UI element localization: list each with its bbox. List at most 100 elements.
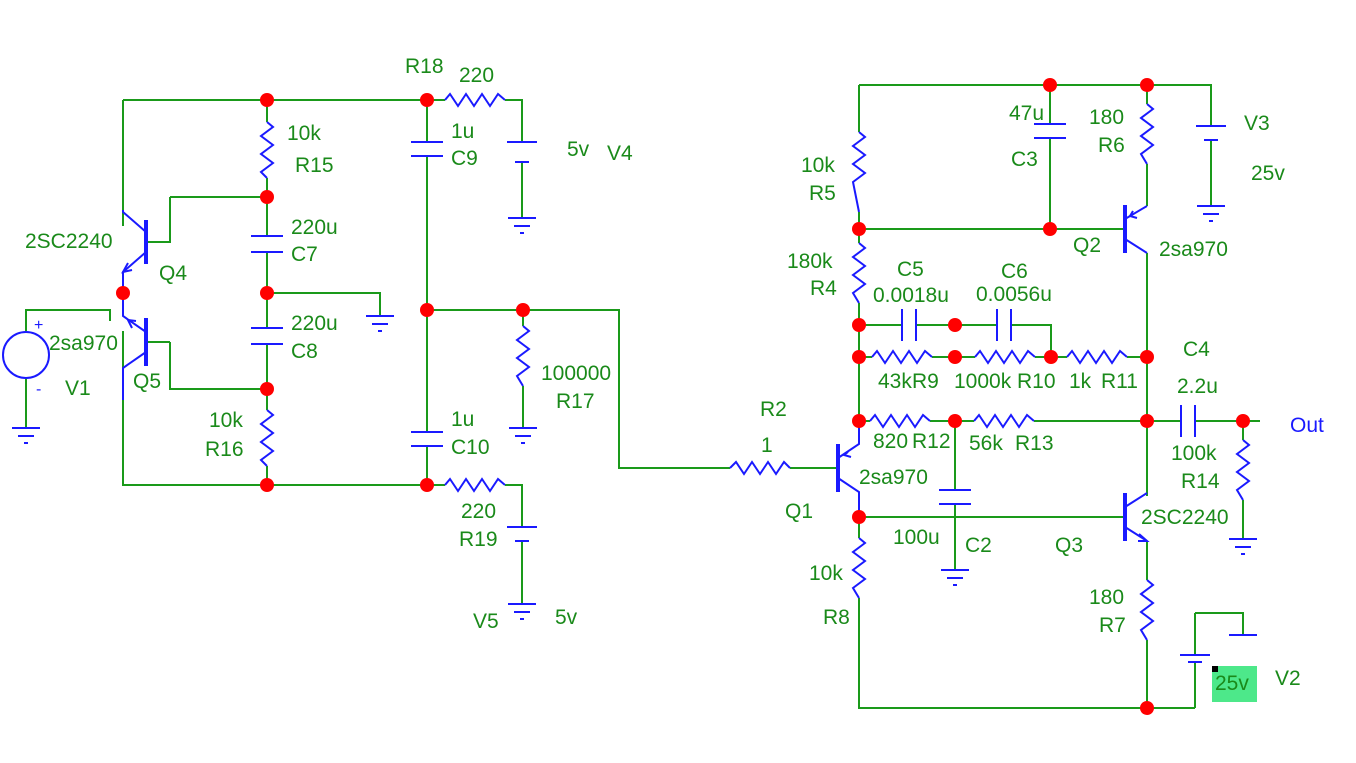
resistor-r17[interactable] — [515, 325, 531, 387]
wires — [25, 84, 1260, 709]
ground-v1 — [12, 427, 40, 444]
resistor-r16[interactable] — [259, 409, 275, 467]
label-r12-ref: R12 — [912, 430, 951, 453]
voltage-source-v1[interactable] — [2, 331, 50, 379]
label-r18-value: 220 — [459, 64, 494, 87]
capacitor-c7[interactable] — [251, 235, 283, 253]
label-q5-ref: Q5 — [133, 370, 161, 393]
resistor-r5[interactable] — [851, 131, 867, 213]
capacitor-c3[interactable] — [1034, 123, 1066, 139]
capacitor-c2[interactable] — [939, 489, 971, 505]
label-v3-ref: V3 — [1244, 112, 1270, 135]
label-r16-ref: R16 — [205, 438, 244, 461]
label-c9-value: 1u — [451, 120, 474, 143]
label-c7-value: 220u — [291, 216, 338, 239]
label-r11-ref: R11 — [1101, 370, 1138, 393]
label-c4-ref: C4 — [1183, 338, 1210, 361]
label-c3-value: 47u — [1009, 102, 1044, 125]
capacitor-c10[interactable] — [411, 431, 443, 447]
label-c8-ref: C8 — [291, 340, 318, 363]
resistor-r19[interactable] — [444, 477, 506, 493]
label-c5-ref: C5 — [897, 258, 924, 281]
label-r10-ref: R10 — [1017, 370, 1056, 393]
label-r4-value: 180k — [787, 250, 833, 273]
label-v2-ref: V2 — [1275, 667, 1301, 690]
label-c6-value: 0.0056u — [976, 283, 1052, 306]
label-v3-value: 25v — [1251, 162, 1285, 185]
label-r16-value: 10k — [209, 409, 243, 432]
resistor-r14[interactable] — [1235, 439, 1251, 501]
label-r7-value: 180 — [1089, 586, 1124, 609]
label-r8-value: 10k — [809, 562, 843, 585]
label-q2-model: 2sa970 — [1159, 238, 1228, 261]
label-v1-plus: + — [34, 317, 43, 334]
label-v5-value: 5v — [555, 606, 578, 629]
capacitor-c8[interactable] — [251, 327, 283, 345]
transistor-q1[interactable] — [836, 421, 860, 517]
label-r6-value: 180 — [1089, 106, 1124, 129]
battery-v5[interactable] — [507, 526, 537, 542]
label-q1-ref: Q1 — [785, 500, 813, 523]
resistor-r9[interactable] — [871, 349, 933, 365]
resistor-r6[interactable] — [1139, 103, 1155, 165]
label-c3-ref: C3 — [1011, 148, 1038, 171]
label-r2-value: 1 — [761, 434, 773, 457]
capacitor-c5[interactable] — [901, 309, 917, 341]
resistor-r4[interactable] — [851, 242, 867, 304]
transistor-q3[interactable] — [1123, 492, 1150, 542]
label-r5-ref: R5 — [809, 182, 836, 205]
label-q5-model: 2sa970 — [49, 332, 118, 355]
label-c10-ref: C10 — [451, 436, 490, 459]
resistor-r8[interactable] — [851, 537, 867, 599]
ground-v4 — [508, 217, 536, 234]
label-r13-value: 56k — [969, 432, 1003, 455]
battery-v2[interactable] — [1180, 654, 1210, 663]
label-q3-model: 2SC2240 — [1141, 506, 1229, 529]
ground-v5 — [508, 603, 536, 620]
resistor-r7[interactable] — [1139, 579, 1155, 641]
label-v2-value[interactable]: 25v — [1215, 672, 1249, 695]
transistor-q4[interactable] — [121, 210, 148, 293]
resistor-r11[interactable] — [1066, 349, 1128, 365]
resistor-r10[interactable] — [974, 349, 1036, 365]
label-c9-ref: C9 — [451, 147, 478, 170]
label-r6-ref: R6 — [1098, 134, 1125, 157]
label-c2-value: 100u — [893, 526, 940, 549]
ground-r14 — [1229, 538, 1257, 555]
node-dots — [116, 78, 1250, 715]
label-q1-model: 2sa970 — [859, 466, 928, 489]
resistor-r2[interactable] — [729, 460, 791, 476]
label-v1-minus: - — [36, 381, 41, 398]
label-v1-ref: V1 — [65, 377, 91, 400]
label-r10-value: 1000k — [954, 370, 1012, 393]
capacitor-c4[interactable] — [1180, 405, 1196, 437]
label-r12-value: 820 — [873, 430, 908, 453]
label-q2-ref: Q2 — [1073, 234, 1101, 257]
resistor-r18[interactable] — [444, 92, 506, 108]
label-r19-ref: R19 — [459, 528, 498, 551]
capacitor-c9[interactable] — [411, 141, 443, 157]
label-q3-ref: Q3 — [1055, 534, 1083, 557]
label-r14-value: 100k — [1171, 442, 1217, 465]
label-q4-ref: Q4 — [159, 262, 187, 285]
label-r15-value: 10k — [287, 122, 321, 145]
battery-v4[interactable] — [507, 141, 537, 163]
selection-handle[interactable] — [1212, 666, 1218, 672]
label-c7-ref: C7 — [291, 243, 318, 266]
transistor-q2[interactable] — [1123, 205, 1148, 254]
label-r17-value: 100000 — [541, 362, 611, 385]
label-out: Out — [1290, 414, 1324, 437]
transistor-q5[interactable] — [122, 293, 148, 400]
label-r11-value: 1k — [1069, 370, 1092, 393]
label-r18-ref: R18 — [405, 55, 444, 78]
resistor-r12[interactable] — [869, 413, 931, 429]
capacitor-c6[interactable] — [996, 309, 1012, 341]
label-c8-value: 220u — [291, 312, 338, 335]
resistor-r15[interactable] — [259, 121, 275, 179]
label-c6-ref: C6 — [1001, 260, 1028, 283]
label-r17-ref: R17 — [556, 390, 595, 413]
resistor-r13[interactable] — [973, 413, 1035, 429]
label-v4-ref: V4 — [607, 142, 633, 165]
battery-v3[interactable] — [1196, 125, 1226, 141]
